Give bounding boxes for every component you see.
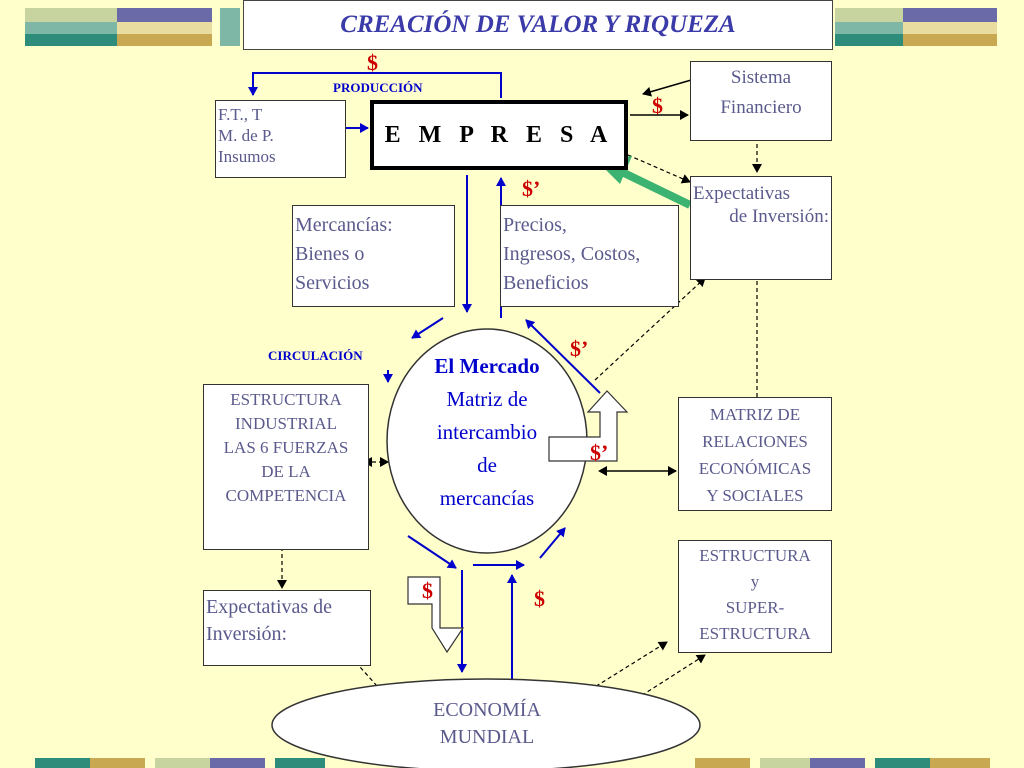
matriz-line-3: ECONÓMICAS <box>698 459 812 478</box>
money-bottom-left: $ <box>422 578 433 603</box>
money-top: $ <box>367 50 378 75</box>
box-matriz-relaciones: MATRIZ DE RELACIONES ECONÓMICAS Y SOCIAL… <box>678 397 832 511</box>
mercado-line-3: de <box>477 453 497 477</box>
mercancias-line-3: Servicios <box>295 272 370 294</box>
mercado-line-2: intercambio <box>436 420 538 444</box>
mercado-text: El Mercado Matriz de intercambio de merc… <box>395 350 579 515</box>
block-arrow-down-shape <box>407 576 465 654</box>
produccion-loop-arrow <box>248 72 502 98</box>
matriz-line-4: Y SOCIALES <box>706 486 804 505</box>
money-arrow-block: $’ <box>590 440 609 465</box>
box-ft-insumos: F.T., T M. de P. Insumos <box>215 100 346 178</box>
page-title: CREACIÓN DE VALOR Y RIQUEZA <box>243 0 833 50</box>
mercado-line-4: mercancías <box>439 486 535 510</box>
estructura-industrial-line-1: ESTRUCTURA <box>230 390 342 409</box>
box-estructura-industrial: ESTRUCTURA INDUSTRIAL LAS 6 FUERZAS DE L… <box>203 384 369 550</box>
money-bottom-right: $ <box>534 586 545 611</box>
precios-line-1: Precios, <box>503 214 567 236</box>
ft-line-1: F.T., T <box>218 105 263 124</box>
sistema-line-2: Financiero <box>720 97 802 118</box>
box-expectativas-top: Expectativas de Inversión: <box>690 176 832 280</box>
precios-line-2: Ingresos, Costos, <box>503 243 641 265</box>
super-line-3: SUPER- <box>725 598 785 617</box>
ft-line-2: M. de P. <box>218 126 274 145</box>
super-line-2: y <box>750 572 760 591</box>
from-mercado-up-arrow <box>525 319 601 394</box>
top-right-bars <box>835 8 997 46</box>
economia-line-1: ECONOMÍA <box>433 699 541 721</box>
estructura-industrial-line-2: INDUSTRIAL <box>235 414 337 433</box>
label-produccion: PRODUCCIÓN <box>333 80 423 95</box>
expectativas-bottom-line-1: Expectativas de <box>206 596 333 618</box>
estructura-industrial-line-3: LAS 6 FUERZAS <box>223 438 349 457</box>
empresa-expectativas-dashed <box>627 154 691 184</box>
ft-line-3: Insumos <box>218 147 276 166</box>
box-sistema-financiero: Sistema Financiero <box>690 61 832 141</box>
mercado-title: El Mercado <box>434 354 540 378</box>
matriz-line-1: MATRIZ DE <box>709 405 801 424</box>
money-financiero: $ <box>652 93 663 118</box>
mercado-down-right-arrow <box>539 527 566 559</box>
precios-line-3: Beneficios <box>503 272 589 294</box>
mercancias-line-1: Mercancías: <box>295 214 393 236</box>
economia-estructura-dashed-1 <box>589 641 668 691</box>
bottom-bars <box>35 758 990 768</box>
block-arrow-up <box>548 390 629 462</box>
expectativas-bottom-line-2: Inversión: <box>206 623 288 645</box>
label-circulacion: CIRCULACIÓN <box>268 348 363 363</box>
box-expectativas-bottom: Expectativas de Inversión: <box>203 590 371 666</box>
box-estructura-super: ESTRUCTURA y SUPER- ESTRUCTURA <box>678 540 832 653</box>
top-left-bars <box>25 8 240 46</box>
estructura-industrial-line-5: COMPETENCIA <box>225 486 347 505</box>
expectativas-top-line-1: Expectativas <box>693 183 791 204</box>
super-line-1: ESTRUCTURA <box>699 546 811 565</box>
economia-ellipse <box>271 678 701 768</box>
money-mercado-right: $’ <box>570 336 589 361</box>
box-mercancias: Mercancías: Bienes o Servicios <box>292 205 455 307</box>
money-empresa-below: $’ <box>522 176 541 201</box>
economia-text: ECONOMÍA MUNDIAL <box>380 697 594 751</box>
mercado-line-1: Matriz de <box>446 387 528 411</box>
empresa-box: E M P R E S A <box>370 100 628 170</box>
box-precios: Precios, Ingresos, Costos, Beneficios <box>500 205 679 307</box>
matriz-line-2: RELACIONES <box>702 432 808 451</box>
super-line-4: ESTRUCTURA <box>699 624 811 643</box>
mercancias-line-2: Bienes o <box>295 243 365 265</box>
economia-line-2: MUNDIAL <box>439 726 535 748</box>
sistema-line-1: Sistema <box>730 67 792 88</box>
estructura-industrial-line-4: DE LA <box>261 462 311 481</box>
to-mercado-arrow <box>411 317 444 339</box>
mercado-down-left-arrow <box>407 535 457 569</box>
expectativas-top-line-2: de Inversión: <box>729 206 829 227</box>
green-arrow-shaft <box>620 168 692 209</box>
